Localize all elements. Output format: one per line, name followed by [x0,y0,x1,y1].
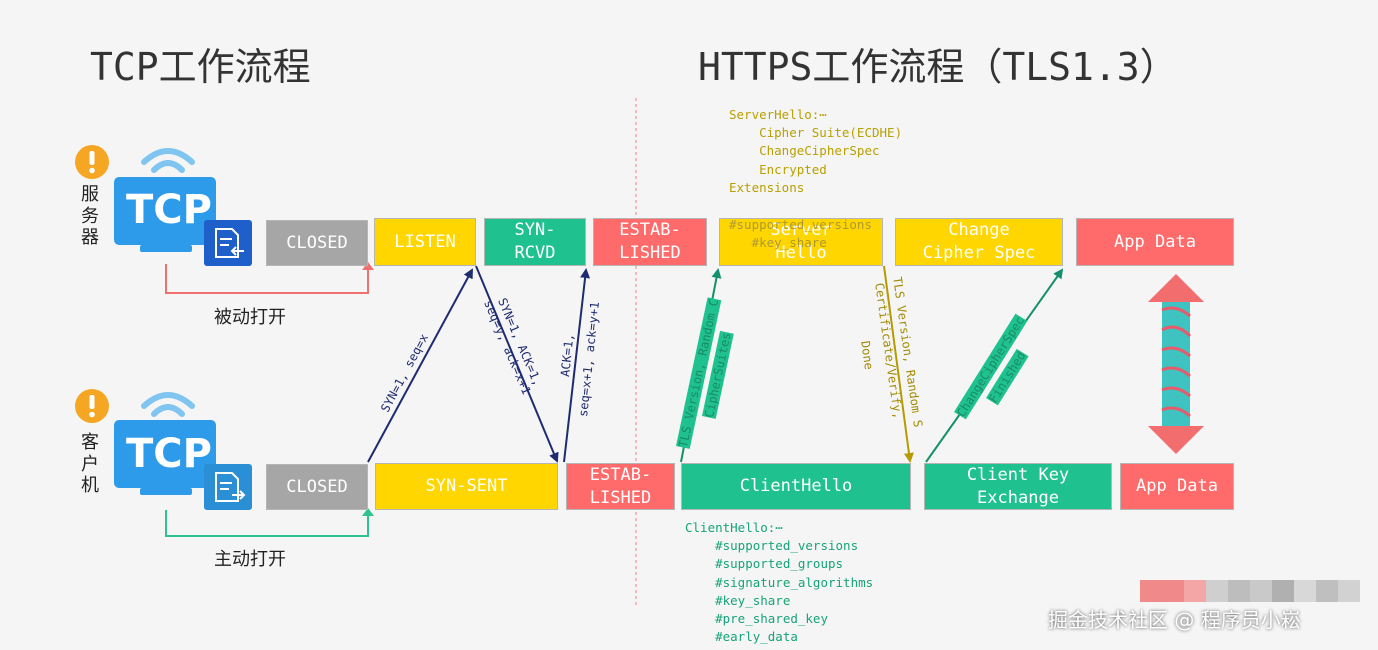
watermark-mosaic [1140,580,1360,602]
client-icon-text: TCP [126,431,212,477]
server-state-listen: LISTEN [374,218,476,266]
warning-icon [75,389,109,423]
warning-icon [75,145,109,179]
server-hello-box: Server Hello [719,218,883,266]
document-inbound-icon [204,220,252,266]
monitor-stand [140,245,192,252]
client-state-closed: CLOSED [266,464,368,510]
client-hello-note: ClientHello:⋯ #supported_versions #suppo… [685,520,874,645]
syn-arrow [367,268,473,463]
app-data-exchange-arrow [1148,274,1204,454]
watermark-text: 掘金技术社区 @ 程序员小崧 [1048,608,1301,632]
section-divider [635,98,637,608]
active-open-label: 主动打开 [214,549,286,570]
client-key-exchange-box: Client Key Exchange [924,463,1112,510]
server-open-connector [165,262,374,294]
server-state-syn-rcvd: SYN- RCVD [484,218,586,266]
https-title: HTTPS工作流程（TLS1.3） [698,45,1178,89]
client-hello-box: ClientHello [681,463,911,510]
server-hello-overlay-text: #supported_versions #key_share [729,217,872,250]
server-app-data-box: App Data [1076,218,1234,266]
server-icon-text: TCP [126,187,212,233]
client-open-connector [165,508,374,537]
client-role-label: 客户机 [81,432,99,497]
ack-arrow [563,268,591,463]
syn-ack-arrow [475,265,559,463]
server-hello-note: ServerHello:⋯ Cipher Suite(ECDHE) Change… [729,107,903,195]
tcp-title: TCP工作流程 [90,45,311,89]
server-state-established: ESTAB- LISHED [593,218,707,266]
passive-open-label: 被动打开 [214,307,286,328]
server-role-label: 服务器 [81,184,99,249]
client-app-data-box: App Data [1120,463,1234,510]
monitor-icon [114,177,216,245]
client-state-syn-sent: SYN-SENT [375,463,558,510]
server-change-cipher-spec-box: Change Cipher Spec [895,218,1063,266]
wifi-signal-icon [141,392,195,417]
server-state-closed: CLOSED [266,220,368,266]
server-hello-arrow [883,265,914,463]
wifi-signal-icon [141,148,195,173]
monitor-icon [114,420,216,488]
document-outbound-icon [204,464,252,510]
monitor-stand [140,488,192,495]
client-state-established: ESTAB- LISHED [566,463,675,510]
